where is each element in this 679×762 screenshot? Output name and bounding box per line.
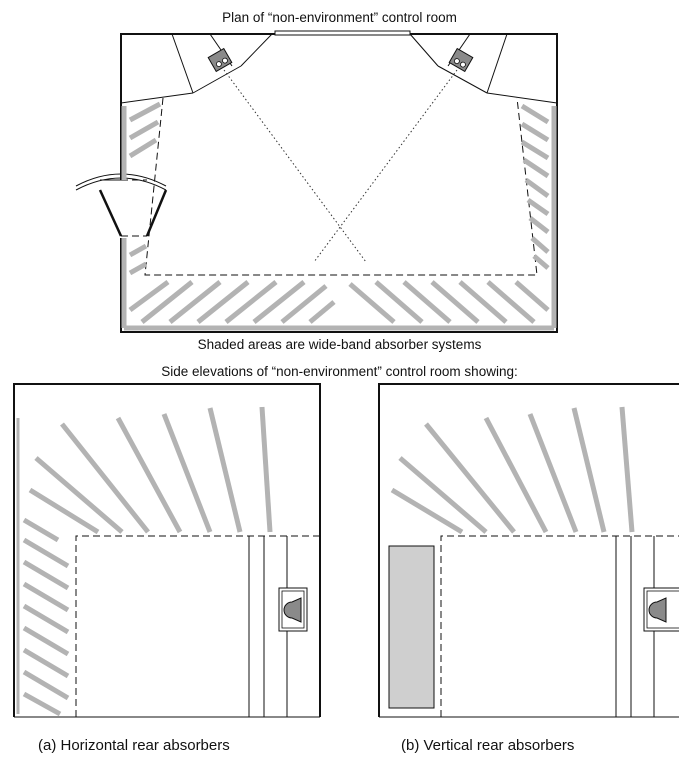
elevation-a-label: (a) Horizontal rear absorbers bbox=[38, 737, 230, 754]
speaker-sight-lines bbox=[223, 69, 458, 263]
elevation-a-walls bbox=[13, 383, 321, 717]
elevation-b-ceiling-absorbers bbox=[390, 406, 635, 535]
elevation-b-walls bbox=[378, 383, 679, 717]
door-icon bbox=[75, 173, 168, 237]
elevation-a bbox=[13, 383, 321, 718]
elevation-a-speaker-icon bbox=[278, 587, 308, 632]
front-window bbox=[274, 30, 411, 36]
elevation-b-label: (b) Vertical rear absorbers bbox=[401, 737, 575, 754]
elevation-a-inner-boundary bbox=[75, 535, 320, 717]
plan-caption: Shaded areas are wide-band absorber syst… bbox=[197, 337, 482, 352]
plan-inner-boundary bbox=[121, 97, 538, 276]
right-front-enclosure bbox=[409, 33, 558, 104]
elevation-a-ceiling-absorbers bbox=[28, 406, 273, 535]
elevation-a-rear-absorbers bbox=[22, 517, 70, 717]
plan-view bbox=[75, 30, 558, 333]
left-front-enclosure bbox=[120, 33, 273, 180]
right-speaker-icon bbox=[448, 47, 474, 73]
elevation-b bbox=[378, 383, 679, 718]
left-speaker-icon bbox=[207, 47, 233, 73]
plan-title: Plan of “non-environment” control room bbox=[222, 10, 457, 25]
elevation-b-speaker-icon bbox=[643, 587, 679, 632]
elevation-b-rear-absorber-block bbox=[388, 545, 435, 709]
elevations-heading: Side elevations of “non-environment” con… bbox=[161, 364, 518, 379]
plan-absorbers bbox=[121, 101, 557, 331]
elevation-b-inner-boundary bbox=[440, 535, 679, 717]
